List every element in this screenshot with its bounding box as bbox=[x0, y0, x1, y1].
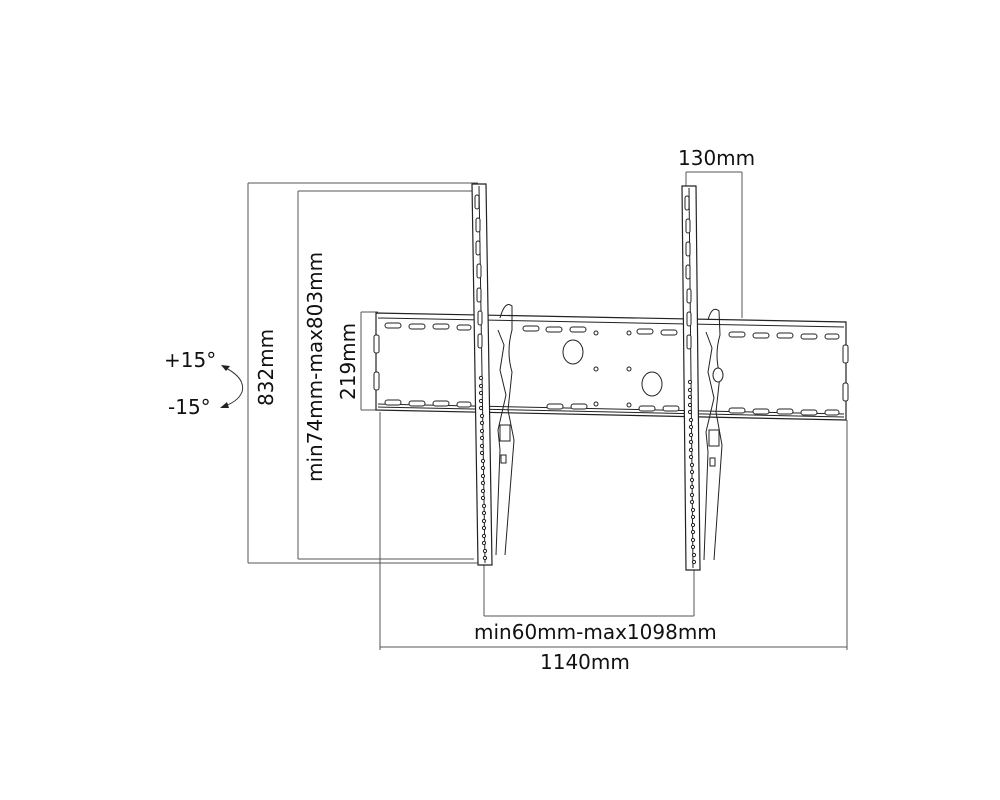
tilt-arrow-icon bbox=[220, 365, 244, 408]
dimension-lines bbox=[247, 171, 848, 650]
right-arm bbox=[681, 185, 724, 571]
label-top-offset: 130mm bbox=[678, 146, 756, 170]
label-tilt-up: +15° bbox=[164, 348, 217, 372]
label-vertical-adjust: min74mm-max803mm bbox=[303, 251, 327, 482]
label-plate-height: 219mm bbox=[336, 322, 360, 400]
left-arm bbox=[471, 183, 515, 566]
label-overall-height: 832mm bbox=[254, 328, 278, 406]
wall-plate bbox=[373, 312, 849, 421]
label-horizontal-adjust: min60mm-max1098mm bbox=[474, 620, 717, 644]
label-tilt-down: -15° bbox=[168, 395, 211, 419]
label-overall-width: 1140mm bbox=[540, 650, 630, 674]
